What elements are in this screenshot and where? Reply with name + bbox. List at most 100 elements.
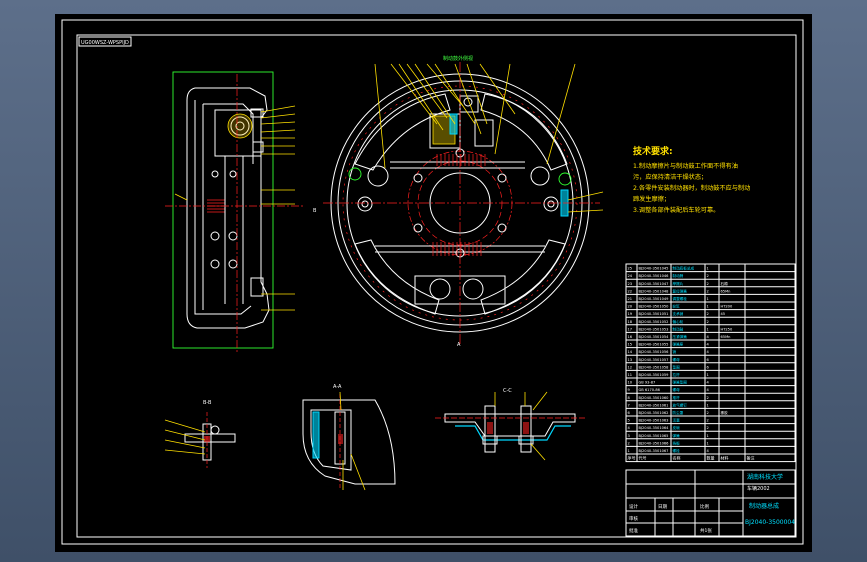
bom-cell: 1 xyxy=(707,441,709,445)
bom-cell: BJ2040-3501048 xyxy=(639,289,670,293)
bom-cell: BJ2040-3501062 xyxy=(639,411,669,415)
bom-cell: 2 xyxy=(707,274,709,278)
bom-cell: BJ2040-3501058 xyxy=(639,365,670,369)
bom-cell: 1 xyxy=(707,305,709,309)
bom-cell: 1 xyxy=(707,297,709,301)
bom-cell: BJ2040-3501049 xyxy=(639,297,670,301)
bom-cell: 2 xyxy=(628,441,630,445)
bom-cell: 4 xyxy=(707,350,710,354)
bom-cell: 摩擦片 xyxy=(673,281,684,286)
bom-cell: 2 xyxy=(707,411,709,415)
title-approver: 批准 xyxy=(629,527,638,534)
bom-cell: BJ2040-3501065 xyxy=(639,434,669,438)
bom-cell: 2 xyxy=(707,312,709,316)
bom-cell: 45 xyxy=(721,312,726,316)
bom-cell: BJ2040-3501063 xyxy=(639,419,669,423)
hub-bearing-inner xyxy=(235,121,245,131)
bom-cell: 支承销 xyxy=(673,311,684,316)
side-leaders xyxy=(174,105,296,311)
bom-cell: 销 xyxy=(673,349,677,354)
bom-cell: 轮缸 xyxy=(673,304,681,309)
tech-line-5: 3.调整各部件装配后车轮可靠。 xyxy=(633,206,719,214)
bom-cell: 调整螺栓 xyxy=(673,296,688,301)
cad-drawing: UG00WSZ-WPSPIJD xyxy=(61,19,804,545)
bom-cell: 1 xyxy=(707,267,709,271)
front-leaders xyxy=(374,63,604,213)
bom-cell: 15 xyxy=(628,343,633,347)
section-c-title: C-C xyxy=(503,388,512,394)
bom-cell: 19 xyxy=(628,312,633,316)
section-b-leaders xyxy=(164,419,206,455)
brake-shoe-upper xyxy=(354,93,451,171)
mount-hole-right xyxy=(543,196,559,212)
bom-header-cell: 备注 xyxy=(747,455,755,461)
bom-cell: BJ2040-3501061 xyxy=(639,403,669,407)
inner-frame xyxy=(76,34,797,538)
bom-cell: 6 xyxy=(707,365,710,369)
frame-stamp: UG00WSZ-WPSPIJD xyxy=(81,40,129,46)
bom-cell: BJ2040-3501059 xyxy=(639,373,670,377)
bom-cell: GB 6170-86 xyxy=(639,388,661,392)
bom-cell: 拉杆 xyxy=(673,372,681,377)
bom-header-cell: 代号 xyxy=(639,455,647,461)
bom-cell: 8 xyxy=(628,396,631,400)
bom-cell: 1 xyxy=(707,373,709,377)
frame-stamp-box xyxy=(78,36,132,47)
side-hole-4 xyxy=(228,259,238,269)
bom-cell: 弹簧 xyxy=(673,433,681,438)
bom-cell: BJ2040-3501054 xyxy=(639,335,670,339)
title-school: 湖南科技大学 xyxy=(747,473,783,481)
mount-hole-left-inner xyxy=(361,200,369,208)
section-c-view: C-C xyxy=(435,388,585,461)
bom-cell: 2 xyxy=(707,320,709,324)
side-view-green-outline xyxy=(172,71,274,349)
bom-cell: 16 xyxy=(628,335,633,339)
side-hole-1 xyxy=(210,231,220,241)
bom-cell: 7 xyxy=(628,403,630,407)
green-marker-left xyxy=(348,167,362,181)
side-lower-block xyxy=(250,277,264,297)
brake-shoe-lower-right xyxy=(480,239,566,315)
title-designer: 设计 xyxy=(629,503,638,510)
side-hole-5 xyxy=(211,170,219,178)
bom-cell: 橡胶 xyxy=(721,410,729,415)
tech-line-4: 蹄发生摩擦； xyxy=(633,195,670,203)
bom-cell: 6 xyxy=(707,358,710,362)
upper-crossbar xyxy=(390,161,525,169)
bom-cell: GB 93-87 xyxy=(639,381,656,385)
bom-cell: 65Mn xyxy=(721,289,731,293)
bom-cell: 制动底板总成 xyxy=(673,266,695,271)
drum-inner-wall xyxy=(194,100,252,315)
hub-block xyxy=(214,109,262,157)
title-sheet: 共1张 xyxy=(700,527,712,534)
section-c-cyan-strip xyxy=(455,425,571,441)
section-a-leaders xyxy=(339,391,366,491)
bom-cell: 螺栓 xyxy=(673,448,681,453)
bom-cell: 复位弹簧 xyxy=(673,288,688,293)
adjuster-left xyxy=(367,165,389,187)
bom-cell: BJ2040-3501064 xyxy=(639,426,670,430)
right-block xyxy=(474,119,494,147)
section-b-title: B-B xyxy=(203,400,212,406)
bom-cell: 弹簧垫圈 xyxy=(673,380,688,385)
tech-line-3: 2.各零件安装制动器时，制动鼓不应与制动 xyxy=(633,184,750,192)
bom-cell: 2 xyxy=(707,282,709,286)
hub-bolt-6 xyxy=(413,173,423,183)
bom-cell: 石棉 xyxy=(721,281,729,286)
bom-cell: 17 xyxy=(628,327,633,331)
stud-upper xyxy=(250,108,264,118)
cad-viewport[interactable]: UG00WSZ-WPSPIJD xyxy=(55,14,812,552)
bom-cell: BJ2040-3501060 xyxy=(639,396,670,400)
bom-cell: BJ2040-3501045 xyxy=(639,267,669,271)
bom-cell: 垫圈 xyxy=(673,364,681,369)
bom-header-cell: 序号 xyxy=(628,455,636,461)
bom-cell: 1 xyxy=(707,434,709,438)
bom-cell: BJ2040-3501050 xyxy=(639,305,670,309)
bom-cell: BJ2040-3501052 xyxy=(639,320,669,324)
title-scale: 比例 xyxy=(700,503,709,510)
bom-cell: 2 xyxy=(707,396,709,400)
bom-cell: 6 xyxy=(628,411,631,415)
section-mark-left: B xyxy=(313,208,317,214)
section-a-red-fill xyxy=(338,434,343,444)
